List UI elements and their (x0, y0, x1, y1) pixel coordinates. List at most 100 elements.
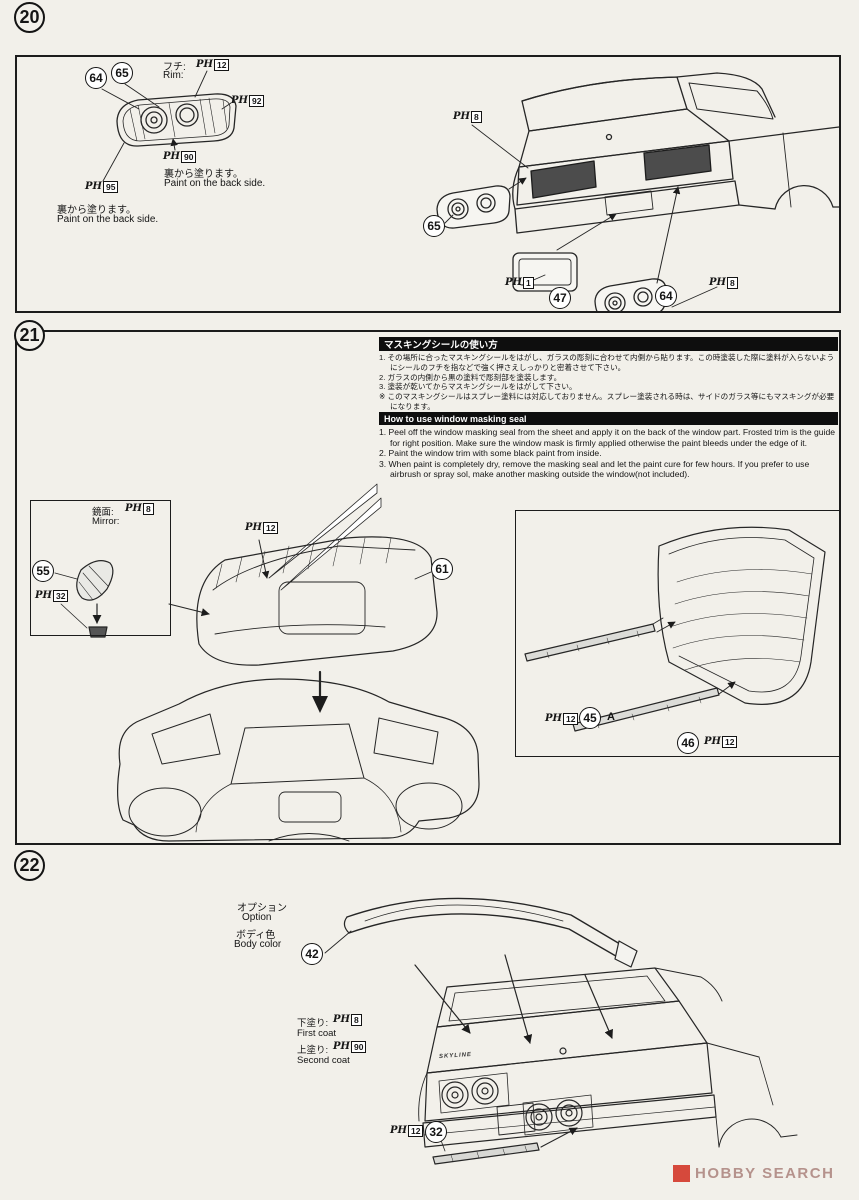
paint-prefix: PH (333, 1041, 350, 1052)
step-21-illustration (54, 483, 826, 842)
en-instructions-header: How to use window masking seal (379, 412, 838, 425)
step-20-number: 20 (14, 2, 45, 33)
hobby-search-watermark: HOBBY SEARCH (673, 1165, 834, 1182)
step-21-panel: マスキングシールの使い方 1. その場所に合ったマスキングシールをはがし、ガラス… (15, 330, 841, 845)
second-coat-label-en: Second coat (297, 1055, 350, 1066)
paint-back-note-jp: 裏から塗ります。 (164, 169, 243, 180)
paint-number: 95 (102, 181, 119, 193)
rim-label-en: Rim: (163, 70, 184, 81)
paint-prefix: PH (163, 151, 180, 162)
part-65-callout-car: 65 (423, 215, 445, 237)
paint-prefix: PH (709, 277, 726, 288)
paint-number: 32 (52, 590, 69, 602)
part-65-label: 65 (427, 219, 441, 233)
paint-prefix: PH (505, 277, 522, 288)
en-instruction-line: 3. When paint is completely dry, remove … (379, 458, 810, 480)
paint-number: 12 (407, 1125, 424, 1137)
seal-a-label: A (607, 711, 615, 723)
paint-number: 1 (522, 277, 534, 289)
paint-number: 90 (180, 151, 197, 163)
part-45-callout: 45 (579, 707, 601, 729)
part-64-callout-car: 64 (655, 285, 677, 307)
jp-instructions-header: マスキングシールの使い方 (379, 337, 838, 351)
step-22-label: 22 (19, 855, 40, 875)
paint-prefix: PH (231, 95, 248, 106)
en-instruction-line: 1. Peel off the window masking seal from… (379, 427, 836, 448)
en-instruction-line: 2. Paint the window trim with some black… (379, 448, 602, 459)
jp-instruction-line: 1. その場所に合ったマスキングシールをはがし、ガラスの彫刻に合わせて内側から貼… (379, 353, 835, 372)
paint-number: 92 (248, 95, 265, 107)
part-32-callout: 32 (425, 1121, 447, 1143)
paint-prefix: PH (390, 1125, 407, 1136)
step-22-illustration (324, 897, 798, 1165)
step-20-illustration (101, 70, 839, 311)
jp-instruction-line: 3. 塗装が乾いてからマスキングシールをはがして下さい。 (379, 382, 577, 392)
paint-number: 90 (350, 1041, 367, 1053)
part-32-label: 32 (429, 1125, 443, 1139)
part-46-label: 46 (681, 736, 695, 750)
part-42-callout: 42 (301, 943, 323, 965)
option-label-en: Option (242, 912, 272, 923)
paint-prefix: PH (125, 503, 142, 514)
en-instructions: 1. Peel off the window masking seal from… (379, 427, 838, 480)
part-45-label: 45 (583, 711, 597, 725)
step-22-number: 22 (14, 850, 45, 881)
paint-prefix: PH (196, 59, 213, 70)
jp-instruction-line: ※ このマスキングシールはスプレー塗料には対応しておりません。スプレー塗装される… (379, 392, 835, 411)
paint-number: 8 (470, 111, 482, 123)
option-label-jp: オプション (237, 903, 287, 914)
paint-back-note2-en: Paint on the back side. (57, 214, 159, 225)
paint-number: 12 (213, 59, 230, 71)
first-coat-label-jp: 下塗り: (297, 1018, 329, 1029)
second-coat-label-jp: 上塗り: (297, 1045, 329, 1056)
part-42-label: 42 (305, 947, 319, 961)
part-65-label: 65 (115, 66, 129, 80)
paint-prefix: PH (245, 522, 262, 533)
mirror-label-jp: 鏡面: (92, 507, 114, 518)
paint-number: 8 (726, 277, 738, 289)
part-47-label: 47 (553, 291, 567, 305)
paint-prefix: PH (453, 111, 470, 122)
paint-back-note2-jp: 裏から塗ります。 (57, 205, 136, 216)
mirror-detail-box (30, 500, 171, 636)
jp-instruction-line: 2. ガラスの内側から黒の塗料で彫刻部を塗装します。 (379, 372, 562, 382)
part-64-label: 64 (659, 289, 673, 303)
part-65-callout: 65 (111, 62, 133, 84)
quarter-glass-box (515, 510, 840, 757)
paint-back-note-en: Paint on the back side. (164, 178, 266, 189)
paint-number: 12 (262, 522, 279, 534)
mirror-label-en: Mirror: (92, 516, 120, 527)
first-coat-label-en: First coat (297, 1028, 337, 1039)
paint-number: 12 (562, 713, 579, 725)
part-61-callout: 61 (431, 558, 453, 580)
hobby-search-logo-icon (673, 1165, 690, 1182)
paint-prefix: PH (333, 1014, 350, 1025)
part-55-label: 55 (36, 564, 50, 578)
step-21-label: 21 (19, 325, 40, 345)
part-64-callout: 64 (85, 67, 107, 89)
jp-instructions: 1. その場所に合ったマスキングシールをはがし、ガラスの彫刻に合わせて内側から貼… (379, 353, 838, 412)
hobby-search-text: HOBBY SEARCH (695, 1165, 835, 1182)
body-color-label-en: Body color (234, 939, 282, 950)
paint-number: 8 (350, 1014, 362, 1026)
part-47-callout: 47 (549, 287, 571, 309)
body-color-label-jp: ボディ色 (236, 930, 276, 941)
paint-prefix: PH (85, 181, 102, 192)
paint-prefix: PH (704, 736, 721, 747)
paint-number: 8 (142, 503, 154, 515)
